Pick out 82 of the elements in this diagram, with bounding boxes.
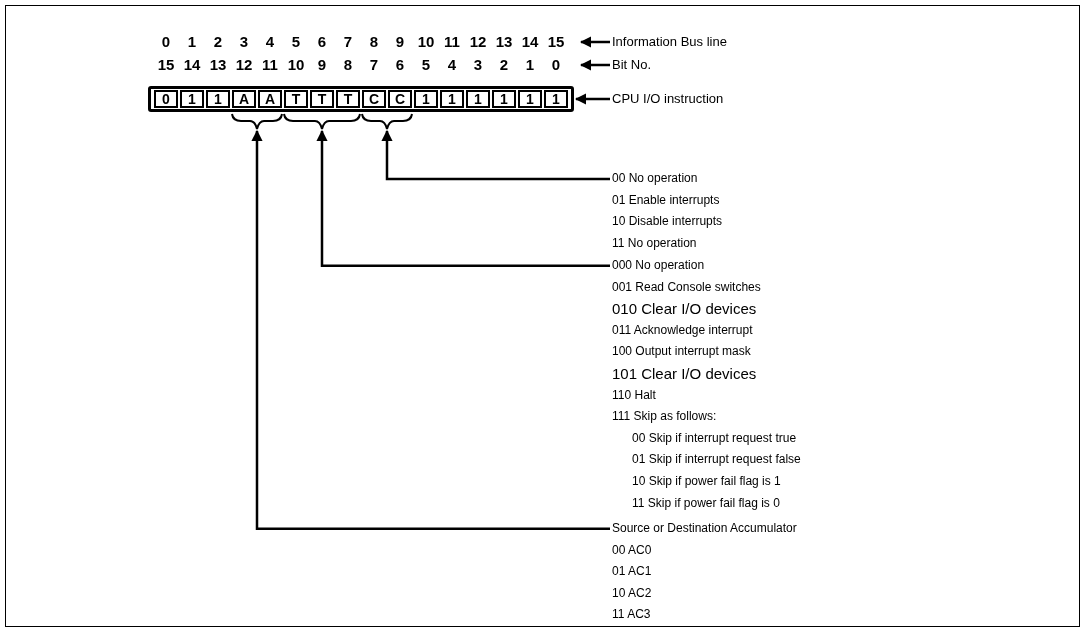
curly-brace xyxy=(231,113,283,130)
arrow xyxy=(251,129,610,531)
code-description: 01 AC1 xyxy=(612,563,653,581)
instruction-register xyxy=(148,86,574,112)
code-description: 001 Read Console switches xyxy=(612,278,762,296)
bit-number: 1 xyxy=(524,56,536,74)
bit-number: 10 xyxy=(416,33,436,51)
code-description: 11 AC3 xyxy=(612,606,652,624)
code-description: 110 Halt xyxy=(612,386,657,404)
bit-number: 1 xyxy=(186,33,198,51)
arrow xyxy=(316,129,610,268)
code-description: 01 Enable interrupts xyxy=(612,191,721,209)
bit-cell: T xyxy=(284,90,308,108)
field-label: CPU I/O instruction xyxy=(612,90,724,108)
bit-cell: A xyxy=(258,90,282,108)
bit-number: 14 xyxy=(520,33,540,51)
bit-cell: T xyxy=(310,90,334,108)
bit-cell: C xyxy=(388,90,412,108)
bit-number: 2 xyxy=(498,56,510,74)
arrow xyxy=(579,59,610,71)
code-description: 111 Skip as follows: xyxy=(612,408,718,426)
bit-cell: 1 xyxy=(206,90,230,108)
bit-number: 6 xyxy=(316,33,328,51)
curly-brace xyxy=(361,113,413,130)
list-heading: Source or Destination Accumulator xyxy=(612,520,798,537)
bit-cell: 0 xyxy=(154,90,178,108)
bit-number: 0 xyxy=(160,33,172,51)
bit-number: 11 xyxy=(443,33,461,51)
bit-number: 3 xyxy=(238,33,250,51)
bit-number: 10 xyxy=(286,56,306,74)
bit-number: 11 xyxy=(261,56,279,74)
code-description: 00 No operation xyxy=(612,170,699,188)
arrow xyxy=(574,93,610,105)
bit-number: 7 xyxy=(342,33,354,51)
bit-cell: T xyxy=(336,90,360,108)
code-description: 11 Skip if power fail flag is 0 xyxy=(631,494,781,512)
bit-cell: 1 xyxy=(414,90,438,108)
bit-number: 13 xyxy=(208,56,228,74)
arrow xyxy=(579,36,610,48)
code-description: 10 AC2 xyxy=(612,584,653,602)
code-description: 00 AC0 xyxy=(612,541,653,559)
code-description: 000 No operation xyxy=(612,257,706,274)
bit-cell: 1 xyxy=(518,90,542,108)
bit-number: 14 xyxy=(182,56,202,74)
bit-number: 12 xyxy=(234,56,254,74)
code-description: 00 Skip if interrupt request true xyxy=(631,429,798,447)
bit-number: 4 xyxy=(446,56,458,74)
code-description: 101 Clear I/O devices xyxy=(612,363,758,384)
bit-number: 15 xyxy=(156,56,176,74)
bit-cell: A xyxy=(232,90,256,108)
code-description: 11 No operation xyxy=(612,234,698,252)
bit-number: 8 xyxy=(368,33,380,51)
bit-number: 2 xyxy=(212,33,224,51)
bit-number: 6 xyxy=(394,56,406,74)
code-description: 10 Disable interrupts xyxy=(612,213,724,231)
field-label: Bit No. xyxy=(612,56,651,74)
curly-brace xyxy=(283,113,361,130)
bit-number: 15 xyxy=(546,33,566,51)
code-description: 10 Skip if power fail flag is 1 xyxy=(631,472,782,490)
bit-cell: 1 xyxy=(466,90,490,108)
bit-number: 5 xyxy=(420,56,432,74)
bit-number: 5 xyxy=(290,33,302,51)
bit-number: 8 xyxy=(342,56,354,74)
code-description: 010 Clear I/O devices xyxy=(612,299,758,320)
bit-number: 9 xyxy=(316,56,328,74)
bit-number: 12 xyxy=(468,33,488,51)
bit-cell: 1 xyxy=(440,90,464,108)
code-description: 100 Output interrupt mask xyxy=(612,343,752,361)
bit-cell: C xyxy=(362,90,386,108)
code-description: 01 Skip if interrupt request false xyxy=(631,451,802,469)
code-description: 011 Acknowledge interrupt xyxy=(612,321,754,339)
bit-number: 3 xyxy=(472,56,484,74)
bit-number: 4 xyxy=(264,33,276,51)
bit-number: 9 xyxy=(394,33,406,51)
bit-cell: 1 xyxy=(180,90,204,108)
bit-number: 13 xyxy=(494,33,514,51)
field-label: Information Bus line xyxy=(612,33,727,51)
bit-cell: 1 xyxy=(544,90,568,108)
bit-cell: 1 xyxy=(492,90,516,108)
bit-number: 7 xyxy=(368,56,380,74)
arrow xyxy=(381,129,610,181)
bit-number: 0 xyxy=(550,56,562,74)
